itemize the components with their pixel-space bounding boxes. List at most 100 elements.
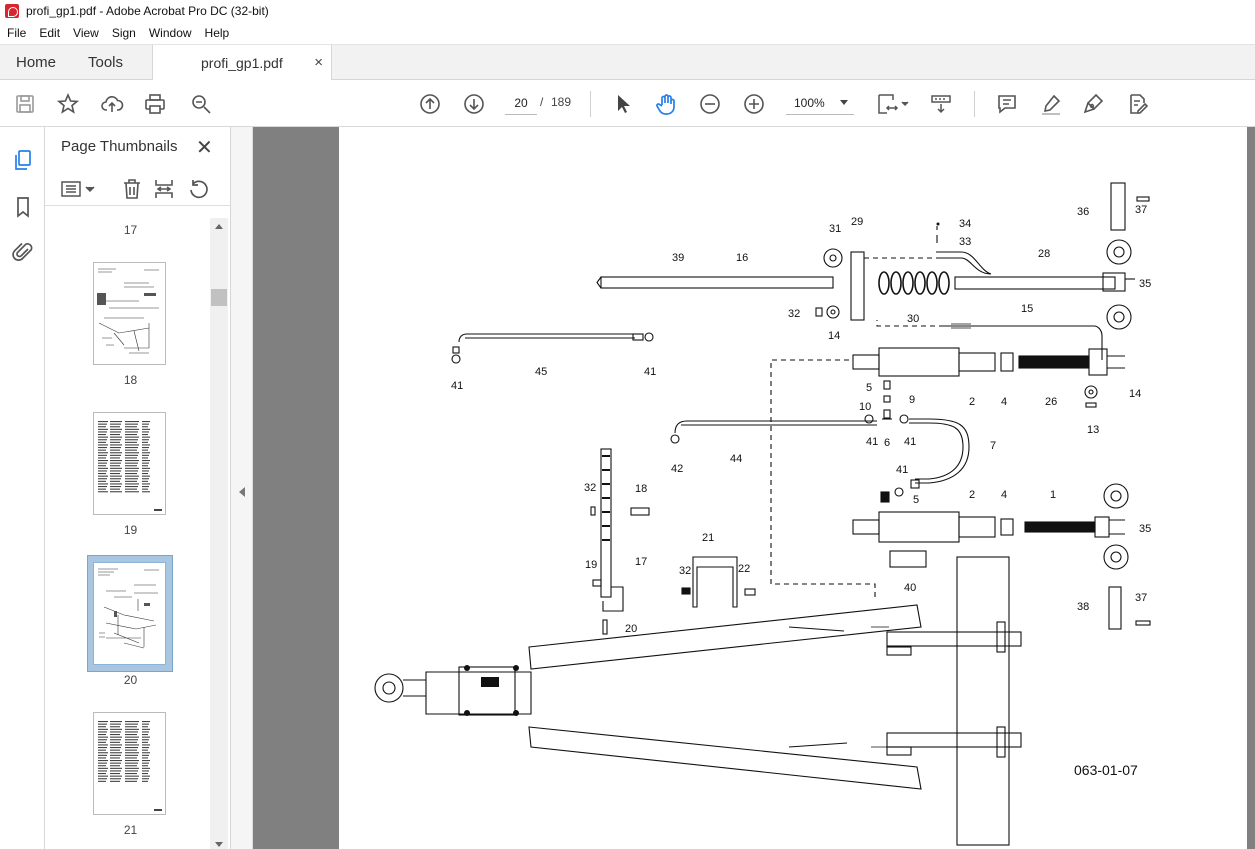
thumbnail-page-number: 21 (123, 823, 138, 837)
main-toolbar: 20 / 189 100% (0, 80, 1255, 127)
close-icon[interactable]: ✕ (196, 137, 213, 159)
menu-window[interactable]: Window (148, 26, 192, 40)
thumbnail-page-number: 20 (123, 673, 138, 687)
thumbnail-page-20[interactable] (93, 562, 166, 665)
callout-label: 41 (896, 464, 908, 476)
scroll-up-icon[interactable] (215, 224, 223, 229)
callout-label: 40 (904, 582, 916, 594)
comment-icon[interactable] (994, 91, 1020, 117)
callout-label: 30 (907, 313, 919, 325)
tab-tools[interactable]: Tools (88, 54, 124, 71)
callout-label: 19 (585, 559, 597, 571)
callout-label: 42 (671, 463, 683, 475)
page-thumbnails-icon[interactable] (10, 147, 36, 173)
hand-icon[interactable] (653, 91, 679, 117)
scroll-mode-icon[interactable] (928, 91, 954, 117)
delete-icon[interactable] (119, 177, 145, 201)
thumbnail-toolbar (45, 172, 231, 206)
callout-label: 16 (736, 252, 748, 264)
callout-label: 41 (644, 366, 656, 378)
left-navigation-rail (0, 127, 45, 849)
callout-label: 5 (866, 382, 872, 394)
fit-page-icon[interactable] (874, 91, 910, 117)
thumbnail-page-18[interactable] (93, 262, 166, 365)
window-title: profi_gp1.pdf - Adobe Acrobat Pro DC (32… (26, 4, 269, 18)
page-separator: / (540, 95, 544, 109)
thumbnail-scrollbar[interactable] (210, 218, 228, 849)
callout-label: 28 (1038, 248, 1050, 260)
page-up-icon[interactable] (417, 91, 443, 117)
select-arrow-icon[interactable] (609, 91, 635, 117)
callout-label: 33 (959, 236, 971, 248)
callout-label: 14 (1129, 388, 1141, 400)
page-down-icon[interactable] (461, 91, 487, 117)
zoom-in-icon[interactable] (741, 91, 767, 117)
zoom-out-icon[interactable] (697, 91, 723, 117)
rotate-icon[interactable] (186, 177, 212, 201)
callout-label: 1 (1050, 489, 1056, 501)
callout-label: 4 (1001, 396, 1007, 408)
callout-label: 20 (625, 623, 637, 635)
callout-label: 15 (1021, 303, 1033, 315)
star-icon[interactable] (55, 91, 81, 117)
close-tab-icon[interactable]: × (314, 54, 323, 71)
zoom-level-select[interactable]: 100% (786, 91, 854, 115)
callout-label: 41 (866, 436, 878, 448)
thumbnail-options-icon[interactable] (59, 177, 99, 201)
thumbnail-page-21[interactable] (93, 712, 166, 815)
scroll-down-icon[interactable] (215, 842, 223, 847)
callout-label: 37 (1135, 592, 1147, 604)
callout-label: 26 (1045, 396, 1057, 408)
insert-page-icon[interactable] (151, 177, 177, 201)
page-count: 189 (551, 95, 572, 109)
tab-document-label: profi_gp1.pdf (201, 55, 283, 71)
bookmark-icon[interactable] (10, 194, 36, 220)
edit-icon[interactable] (1125, 91, 1151, 117)
callout-label: 36 (1077, 206, 1089, 218)
toolbar-divider (974, 91, 975, 117)
callout-label: 37 (1135, 204, 1147, 216)
panel-title: Page Thumbnails (61, 138, 178, 155)
thumbnail-page-number: 17 (123, 223, 138, 237)
save-icon[interactable] (12, 91, 38, 117)
callout-label: 39 (672, 252, 684, 264)
callout-label: 10 (859, 401, 871, 413)
tab-bar: Home Tools profi_gp1.pdf × (0, 44, 1255, 81)
menu-sign[interactable]: Sign (111, 26, 136, 40)
zoom-search-icon[interactable] (188, 91, 214, 117)
callout-label: 34 (959, 218, 971, 230)
title-bar: profi_gp1.pdf - Adobe Acrobat Pro DC (32… (0, 0, 1255, 22)
zoom-level-value: 100% (794, 95, 825, 110)
callout-label: 45 (535, 366, 547, 378)
callout-label: 32 (788, 308, 800, 320)
acrobat-app-icon (5, 4, 19, 18)
menu-bar: File Edit View Sign Window Help (0, 22, 1255, 44)
page-number-input[interactable]: 20 (505, 91, 537, 115)
thumbnail-page-number: 19 (123, 523, 138, 537)
callout-label: 38 (1077, 601, 1089, 613)
panel-collapse-handle[interactable] (231, 127, 253, 849)
attachment-icon[interactable] (10, 239, 36, 265)
callout-label: 5 (913, 494, 919, 506)
thumbnail-page-19[interactable] (93, 412, 166, 515)
menu-file[interactable]: File (7, 26, 27, 40)
callout-label: 2 (969, 396, 975, 408)
callout-label: 6 (884, 437, 890, 449)
upload-icon[interactable] (99, 91, 125, 117)
callout-label: 21 (702, 532, 714, 544)
callout-label: 31 (829, 223, 841, 235)
tab-document[interactable]: profi_gp1.pdf × (152, 45, 332, 81)
tab-home[interactable]: Home (16, 54, 57, 71)
sign-icon[interactable] (1081, 91, 1107, 117)
print-icon[interactable] (142, 91, 168, 117)
menu-view[interactable]: View (73, 26, 99, 40)
thumbnail-list: 17 18 19 (45, 209, 216, 849)
menu-edit[interactable]: Edit (39, 26, 61, 40)
callout-label: 13 (1087, 424, 1099, 436)
scrollbar-thumb[interactable] (211, 289, 227, 306)
menu-help[interactable]: Help (204, 26, 230, 40)
highlight-icon[interactable] (1038, 91, 1064, 117)
